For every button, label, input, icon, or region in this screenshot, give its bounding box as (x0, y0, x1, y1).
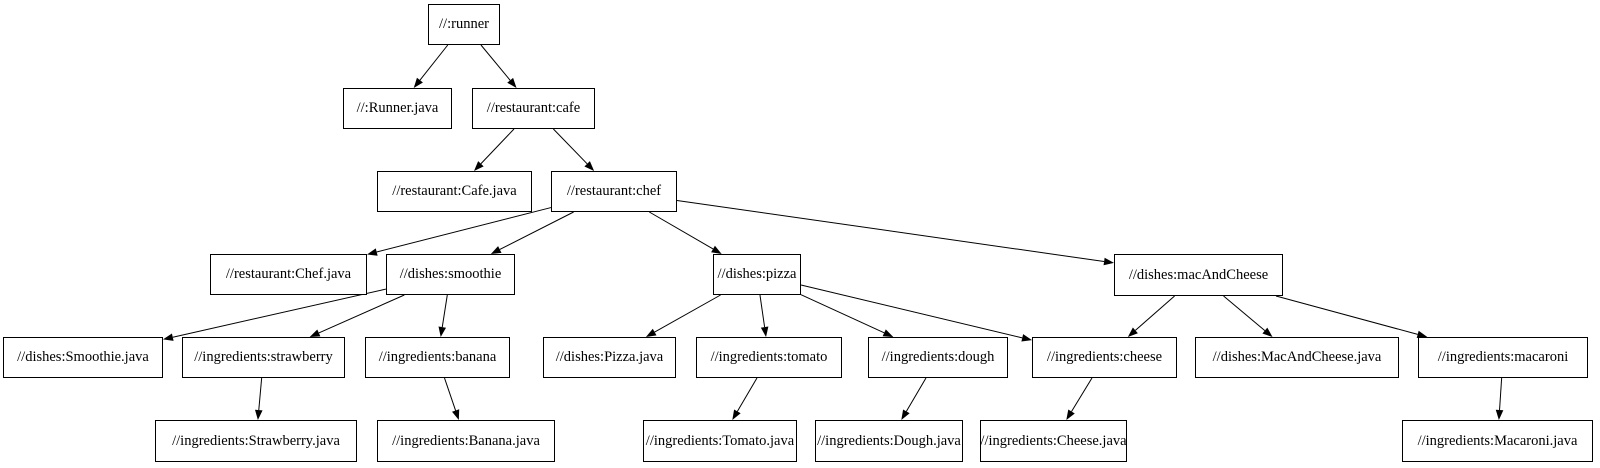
graph-node-runner_java: //:Runner.java (343, 88, 452, 129)
arrowhead-banana-to-banana_java (452, 409, 460, 420)
graph-node-dough: //ingredients:dough (868, 337, 1008, 378)
edge-tomato-to-tomato_java (736, 377, 758, 412)
graph-node-label: //ingredients:Dough.java (817, 432, 961, 449)
graph-node-cheese_java: //ingredients:Cheese.java (980, 420, 1127, 462)
graph-node-label: //ingredients:Tomato.java (645, 432, 795, 449)
graph-node-label: //ingredients:banana (378, 349, 497, 365)
graph-node-label: //dishes:pizza (717, 266, 797, 282)
graph-node-banana_java: //ingredients:Banana.java (377, 420, 555, 462)
graph-node-macaroni: //ingredients:macaroni (1418, 337, 1588, 378)
edge-smoothie-to-strawberry (318, 294, 405, 334)
graph-node-pizza: //dishes:pizza (713, 254, 801, 295)
graph-node-macaroni_java: //ingredients:Macaroni.java (1402, 420, 1593, 462)
graph-node-macandcheese_java: //dishes:MacAndCheese.java (1195, 337, 1399, 378)
arrowhead-runner-to-cafe (507, 77, 517, 88)
edge-strawberry-to-strawberry_java (258, 377, 263, 411)
arrowhead-macandcheese-to-macaroni (1416, 330, 1428, 339)
graph-node-label: //:runner (439, 16, 489, 32)
arrowhead-smoothie-to-strawberry (309, 329, 321, 337)
arrowhead-smoothie-to-banana (438, 326, 447, 337)
graph-node-label: //restaurant:Cafe.java (392, 183, 517, 199)
graph-node-cafe: //restaurant:cafe (472, 88, 595, 129)
graph-node-banana: //ingredients:banana (365, 337, 510, 378)
arrowhead-tomato-to-tomato_java (732, 409, 741, 420)
graph-node-label: //:Runner.java (356, 100, 439, 116)
arrowhead-dough-to-dough_java (901, 409, 910, 420)
edge-cafe-to-cafe_java (480, 128, 515, 165)
graph-node-label: //restaurant:cafe (486, 100, 581, 116)
arrowhead-runner-to-runner_java (413, 77, 423, 88)
graph-node-label: //ingredients:dough (881, 349, 995, 365)
graph-node-label: //dishes:macAndCheese (1128, 266, 1269, 283)
arrowhead-chef-to-chef_java (367, 248, 378, 256)
edge-dough-to-dough_java (905, 377, 927, 412)
graph-node-label: //ingredients:Strawberry.java (172, 432, 340, 449)
arrowhead-chef-to-macandcheese (1103, 257, 1114, 266)
graph-node-label: //ingredients:Banana.java (392, 432, 540, 449)
arrowhead-cafe-to-cafe_java (474, 161, 484, 171)
edge-pizza-to-pizza_java (654, 294, 721, 333)
arrowhead-pizza-to-cheese (1021, 334, 1032, 342)
arrowhead-chef-to-pizza (711, 245, 722, 254)
arrowhead-pizza-to-dough (882, 329, 894, 337)
graph-node-tomato: //ingredients:tomato (696, 337, 842, 378)
graph-node-label: //ingredients:macaroni (1437, 349, 1569, 365)
edge-cafe-to-chef (553, 128, 588, 165)
graph-node-chef: //restaurant:chef (551, 171, 677, 212)
graph-node-label: //ingredients:tomato (710, 349, 828, 365)
edge-banana-to-banana_java (444, 377, 457, 411)
graph-node-label: //dishes:Smoothie.java (17, 349, 149, 365)
arrowhead-chef-to-smoothie (490, 246, 502, 254)
graph-node-label: //restaurant:chef (566, 183, 662, 199)
graph-node-label: //restaurant:Chef.java (225, 266, 352, 282)
edge-cheese-to-cheese_java (1071, 377, 1093, 412)
edge-runner-to-runner_java (419, 44, 449, 81)
edge-macaroni-to-macaroni_java (1499, 377, 1503, 411)
arrowhead-pizza-to-pizza_java (645, 328, 657, 337)
arrowhead-smoothie-to-smoothie_java (163, 333, 174, 341)
graph-node-label: //ingredients:Macaroni.java (1417, 432, 1578, 449)
arrowhead-macandcheese-to-macandcheese_java (1262, 327, 1273, 337)
graph-node-smoothie_java: //dishes:Smoothie.java (3, 337, 163, 378)
graph-node-label: //dishes:MacAndCheese.java (1212, 349, 1382, 365)
edge-smoothie-to-smoothie_java (172, 288, 387, 338)
graph-node-label: //dishes:smoothie (399, 266, 502, 282)
graph-node-chef_java: //restaurant:Chef.java (210, 254, 367, 295)
arrowhead-macandcheese-to-cheese (1127, 327, 1138, 337)
edge-macandcheese-to-cheese (1135, 295, 1175, 331)
edge-pizza-to-dough (800, 294, 885, 334)
edge-smoothie-to-banana (441, 294, 448, 328)
edge-pizza-to-cheese (800, 284, 1023, 339)
arrowhead-cheese-to-cheese_java (1066, 409, 1075, 420)
graph-node-tomato_java: //ingredients:Tomato.java (643, 420, 797, 462)
edge-pizza-to-tomato (759, 294, 766, 328)
edge-macandcheese-to-macandcheese_java (1223, 295, 1266, 331)
edge-macandcheese-to-macaroni (1275, 295, 1418, 335)
graph-node-dough_java: //ingredients:Dough.java (815, 420, 963, 462)
arrowhead-macaroni-to-macaroni_java (1495, 409, 1504, 420)
graph-node-cheese: //ingredients:cheese (1032, 337, 1177, 378)
arrowhead-cafe-to-chef (584, 161, 595, 171)
edge-chef-to-chef_java (376, 207, 552, 253)
edge-chef-to-macandcheese (676, 200, 1105, 263)
graph-node-macandcheese: //dishes:macAndCheese (1114, 254, 1283, 296)
graph-node-strawberry: //ingredients:strawberry (182, 337, 345, 378)
graph-node-label: //ingredients:Cheese.java (980, 432, 1127, 449)
edge-chef-to-pizza (649, 211, 714, 250)
graph-node-runner: //:runner (428, 4, 500, 45)
graph-node-pizza_java: //dishes:Pizza.java (543, 337, 676, 378)
graph-node-strawberry_java: //ingredients:Strawberry.java (155, 420, 357, 462)
arrowhead-pizza-to-tomato (760, 326, 769, 337)
graph-node-label: //ingredients:cheese (1046, 349, 1163, 365)
edge-runner-to-cafe (480, 44, 511, 81)
graph-node-cafe_java: //restaurant:Cafe.java (377, 171, 532, 212)
graph-node-label: //ingredients:strawberry (194, 349, 333, 365)
graph-node-label: //dishes:Pizza.java (555, 349, 664, 365)
arrowhead-strawberry-to-strawberry_java (254, 409, 263, 420)
edge-chef-to-smoothie (499, 211, 574, 250)
graph-node-smoothie: //dishes:smoothie (386, 254, 515, 295)
